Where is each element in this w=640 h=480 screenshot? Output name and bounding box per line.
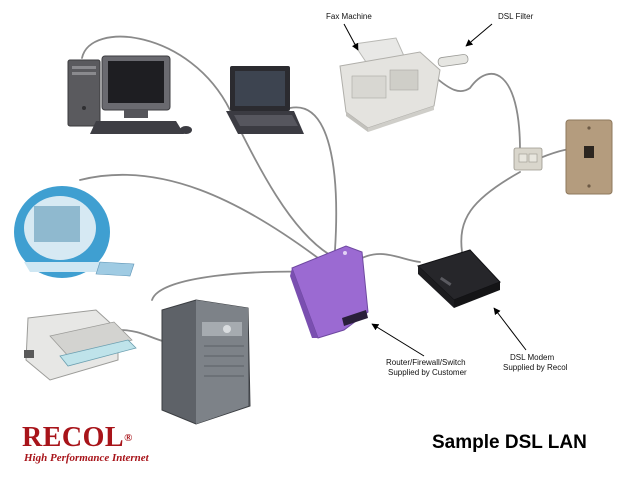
dsl-modem-icon (417, 249, 501, 308)
laptop-icon (226, 66, 304, 134)
brand-tagline: High Performance Internet (24, 452, 149, 464)
brand-name: RECOL (22, 422, 125, 453)
router-icon (290, 245, 369, 339)
arrow-filter (465, 23, 493, 47)
fax-machine-icon (339, 37, 441, 132)
arrow-modem (493, 307, 527, 351)
diagram-title: Sample DSL LAN (432, 432, 587, 453)
cable-fax-filter (433, 72, 521, 151)
registered-mark: ® (124, 432, 133, 444)
cable-router-modem (354, 253, 421, 263)
dsl-filter-icon (437, 54, 469, 67)
phone-jack-icon (513, 119, 613, 195)
label-dsl-filter: DSL Filter (498, 12, 534, 21)
printer-icon (24, 309, 137, 381)
label-modem-line2: Supplied by Recol (503, 363, 568, 372)
arrow-router (371, 323, 425, 357)
imac-icon (14, 186, 135, 278)
cable-desktop-router (81, 35, 331, 256)
label-modem-line1: DSL Modem (510, 353, 555, 362)
server-tower-icon (161, 299, 251, 425)
desktop-computer-icon (67, 55, 192, 134)
arrow-fax (343, 23, 359, 51)
pointer-arrows (343, 23, 527, 357)
label-fax-machine: Fax Machine (326, 12, 372, 21)
cable-modem-jack (460, 171, 521, 253)
cable-server-router (151, 270, 311, 301)
recol-logo: RECOL® High Performance Internet (22, 424, 172, 468)
cable-laptop-router (289, 106, 338, 251)
label-router-line2: Supplied by Customer (388, 368, 467, 377)
label-router-line1: Router/Firewall/Switch (386, 358, 466, 367)
cable-imac-router (79, 173, 319, 259)
